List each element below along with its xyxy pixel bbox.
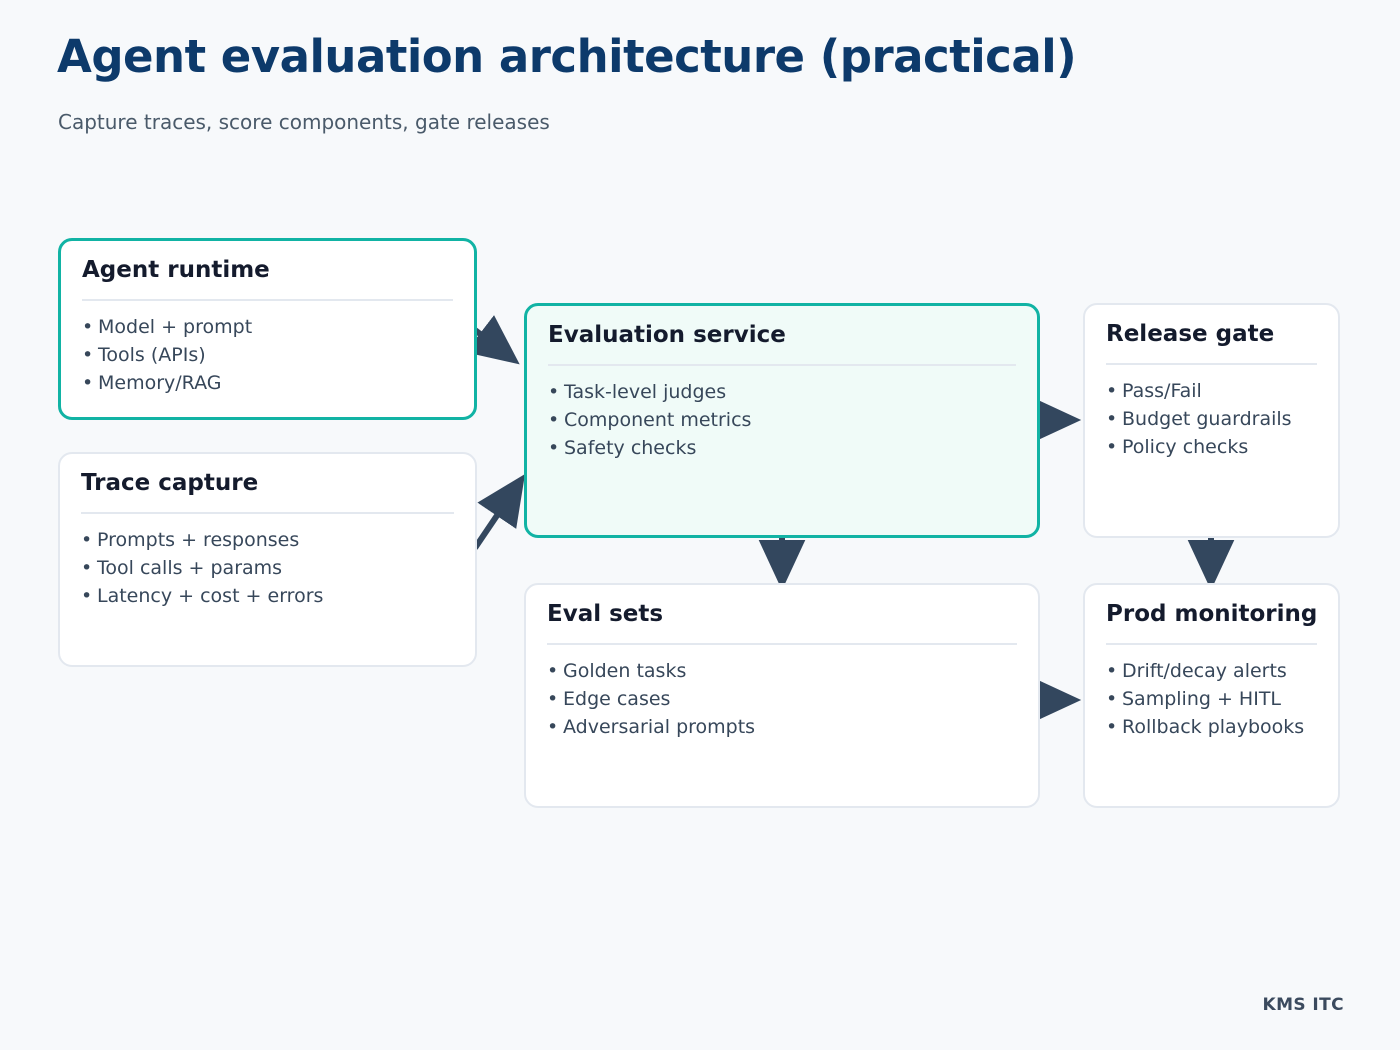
card-divider xyxy=(547,643,1017,645)
card-agent-runtime[interactable]: Agent runtime •Model + prompt •Tools (AP… xyxy=(58,238,477,420)
list-item: •Safety checks xyxy=(548,434,1021,462)
card-list-release-gate: •Pass/Fail •Budget guardrails •Policy ch… xyxy=(1106,377,1322,461)
bullet-glyph: • xyxy=(548,409,560,431)
card-title-evaluation-service: Evaluation service xyxy=(548,322,786,348)
list-item-label: Model + prompt xyxy=(98,316,253,338)
page-subtitle: Capture traces, score components, gate r… xyxy=(58,110,550,134)
list-item-label: Rollback playbooks xyxy=(1122,716,1305,738)
card-divider xyxy=(1106,363,1317,365)
list-item: •Component metrics xyxy=(548,406,1021,434)
list-item: •Adversarial prompts xyxy=(547,713,1022,741)
list-item: •Tool calls + params xyxy=(81,554,459,582)
bullet-glyph: • xyxy=(1106,660,1118,682)
list-item-label: Tool calls + params xyxy=(97,557,283,579)
list-item: •Memory/RAG xyxy=(82,369,458,397)
connector-trace-capture-to-evaluation-service xyxy=(472,474,526,550)
page-title: Agent evaluation architecture (practical… xyxy=(57,30,1077,83)
bullet-glyph: • xyxy=(1106,436,1118,458)
list-item-label: Drift/decay alerts xyxy=(1122,660,1287,682)
list-item: •Task-level judges xyxy=(548,378,1021,406)
bullet-glyph: • xyxy=(1106,380,1118,402)
bullet-glyph: • xyxy=(82,372,94,394)
list-item-label: Component metrics xyxy=(564,409,752,431)
card-release-gate[interactable]: Release gate •Pass/Fail •Budget guardrai… xyxy=(1083,303,1340,538)
list-item: •Rollback playbooks xyxy=(1106,713,1322,741)
list-item-label: Pass/Fail xyxy=(1122,380,1202,402)
list-item: •Tools (APIs) xyxy=(82,341,458,369)
list-item-label: Sampling + HITL xyxy=(1122,688,1282,710)
list-item-label: Tools (APIs) xyxy=(98,344,206,366)
bullet-glyph: • xyxy=(547,716,559,738)
connector-agent-runtime-to-evaluation-service xyxy=(465,315,520,365)
list-item: •Model + prompt xyxy=(82,313,458,341)
list-item-label: Memory/RAG xyxy=(98,372,222,394)
list-item: •Latency + cost + errors xyxy=(81,582,459,610)
list-item-label: Prompts + responses xyxy=(97,529,300,551)
list-item: •Drift/decay alerts xyxy=(1106,657,1322,685)
list-item: •Policy checks xyxy=(1106,433,1322,461)
card-divider xyxy=(1106,643,1317,645)
card-divider xyxy=(82,299,453,301)
bullet-glyph: • xyxy=(82,344,94,366)
bullet-glyph: • xyxy=(81,529,93,551)
footer-brand: KMS ITC xyxy=(1262,995,1344,1015)
bullet-glyph: • xyxy=(82,316,94,338)
card-list-agent-runtime: •Model + prompt •Tools (APIs) •Memory/RA… xyxy=(82,313,458,397)
bullet-glyph: • xyxy=(81,585,93,607)
card-list-prod-monitoring: •Drift/decay alerts •Sampling + HITL •Ro… xyxy=(1106,657,1322,741)
list-item-label: Policy checks xyxy=(1122,436,1249,458)
card-divider xyxy=(81,512,454,514)
list-item-label: Budget guardrails xyxy=(1122,408,1292,430)
card-list-evaluation-service: •Task-level judges •Component metrics •S… xyxy=(548,378,1021,462)
bullet-glyph: • xyxy=(1106,688,1118,710)
card-title-trace-capture: Trace capture xyxy=(81,470,259,496)
card-title-release-gate: Release gate xyxy=(1106,321,1275,347)
bullet-glyph: • xyxy=(1106,716,1118,738)
card-divider xyxy=(548,364,1016,366)
bullet-glyph: • xyxy=(81,557,93,579)
bullet-glyph: • xyxy=(1106,408,1118,430)
card-evaluation-service[interactable]: Evaluation service •Task-level judges •C… xyxy=(524,303,1040,538)
card-prod-monitoring[interactable]: Prod monitoring •Drift/decay alerts •Sam… xyxy=(1083,583,1340,808)
list-item: •Prompts + responses xyxy=(81,526,459,554)
list-item-label: Latency + cost + errors xyxy=(97,585,324,607)
bullet-glyph: • xyxy=(547,660,559,682)
card-title-prod-monitoring: Prod monitoring xyxy=(1106,601,1318,627)
card-title-eval-sets: Eval sets xyxy=(547,601,664,627)
list-item-label: Golden tasks xyxy=(563,660,687,682)
list-item: •Sampling + HITL xyxy=(1106,685,1322,713)
bullet-glyph: • xyxy=(547,688,559,710)
card-list-eval-sets: •Golden tasks •Edge cases •Adversarial p… xyxy=(547,657,1022,741)
list-item: •Budget guardrails xyxy=(1106,405,1322,433)
list-item-label: Safety checks xyxy=(564,437,697,459)
list-item-label: Edge cases xyxy=(563,688,671,710)
card-eval-sets[interactable]: Eval sets •Golden tasks •Edge cases •Adv… xyxy=(524,583,1040,808)
card-trace-capture[interactable]: Trace capture •Prompts + responses •Tool… xyxy=(58,452,477,667)
bullet-glyph: • xyxy=(548,437,560,459)
card-title-agent-runtime: Agent runtime xyxy=(82,257,270,283)
bullet-glyph: • xyxy=(548,381,560,403)
list-item: •Golden tasks xyxy=(547,657,1022,685)
list-item-label: Task-level judges xyxy=(564,381,727,403)
list-item: •Pass/Fail xyxy=(1106,377,1322,405)
card-list-trace-capture: •Prompts + responses •Tool calls + param… xyxy=(81,526,459,610)
list-item: •Edge cases xyxy=(547,685,1022,713)
list-item-label: Adversarial prompts xyxy=(563,716,756,738)
